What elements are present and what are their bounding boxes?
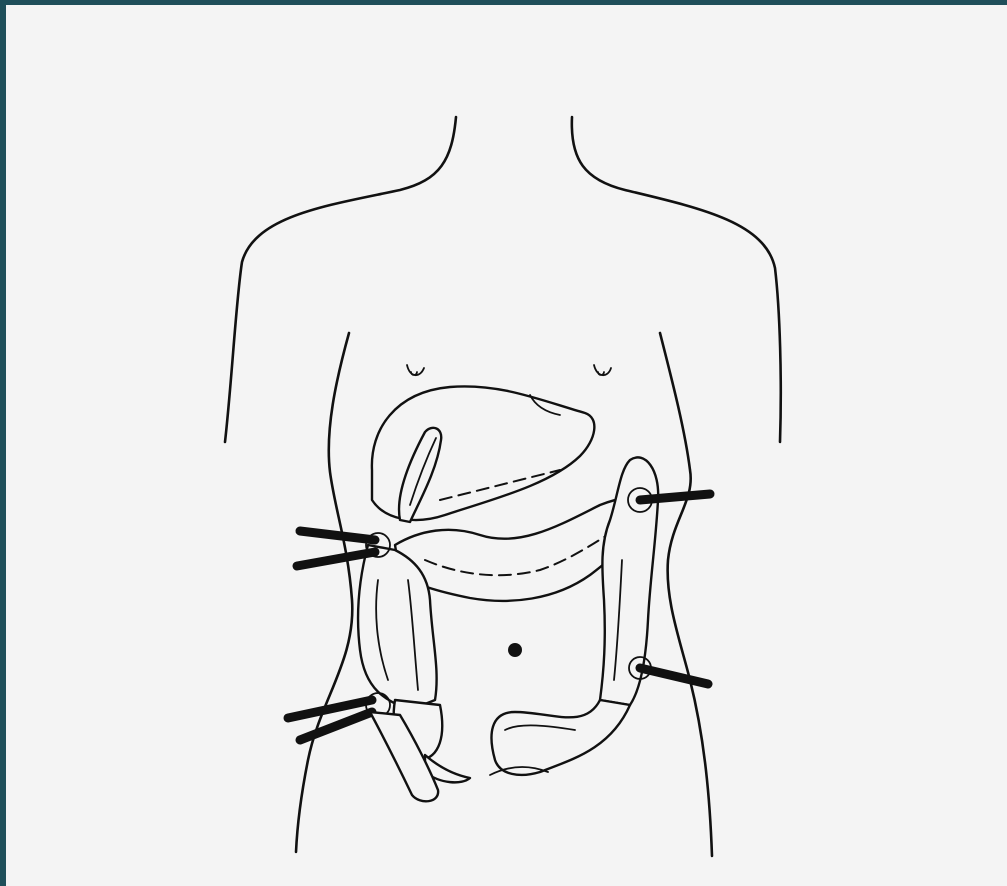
- sigmoid-colon: [492, 700, 630, 775]
- right-nipple: [594, 365, 611, 375]
- umbilicus: [508, 643, 522, 657]
- illustration-frame: [6, 5, 1007, 886]
- left-nipple: [407, 365, 424, 375]
- laparoscopic-colectomy-diagram: [6, 5, 1007, 886]
